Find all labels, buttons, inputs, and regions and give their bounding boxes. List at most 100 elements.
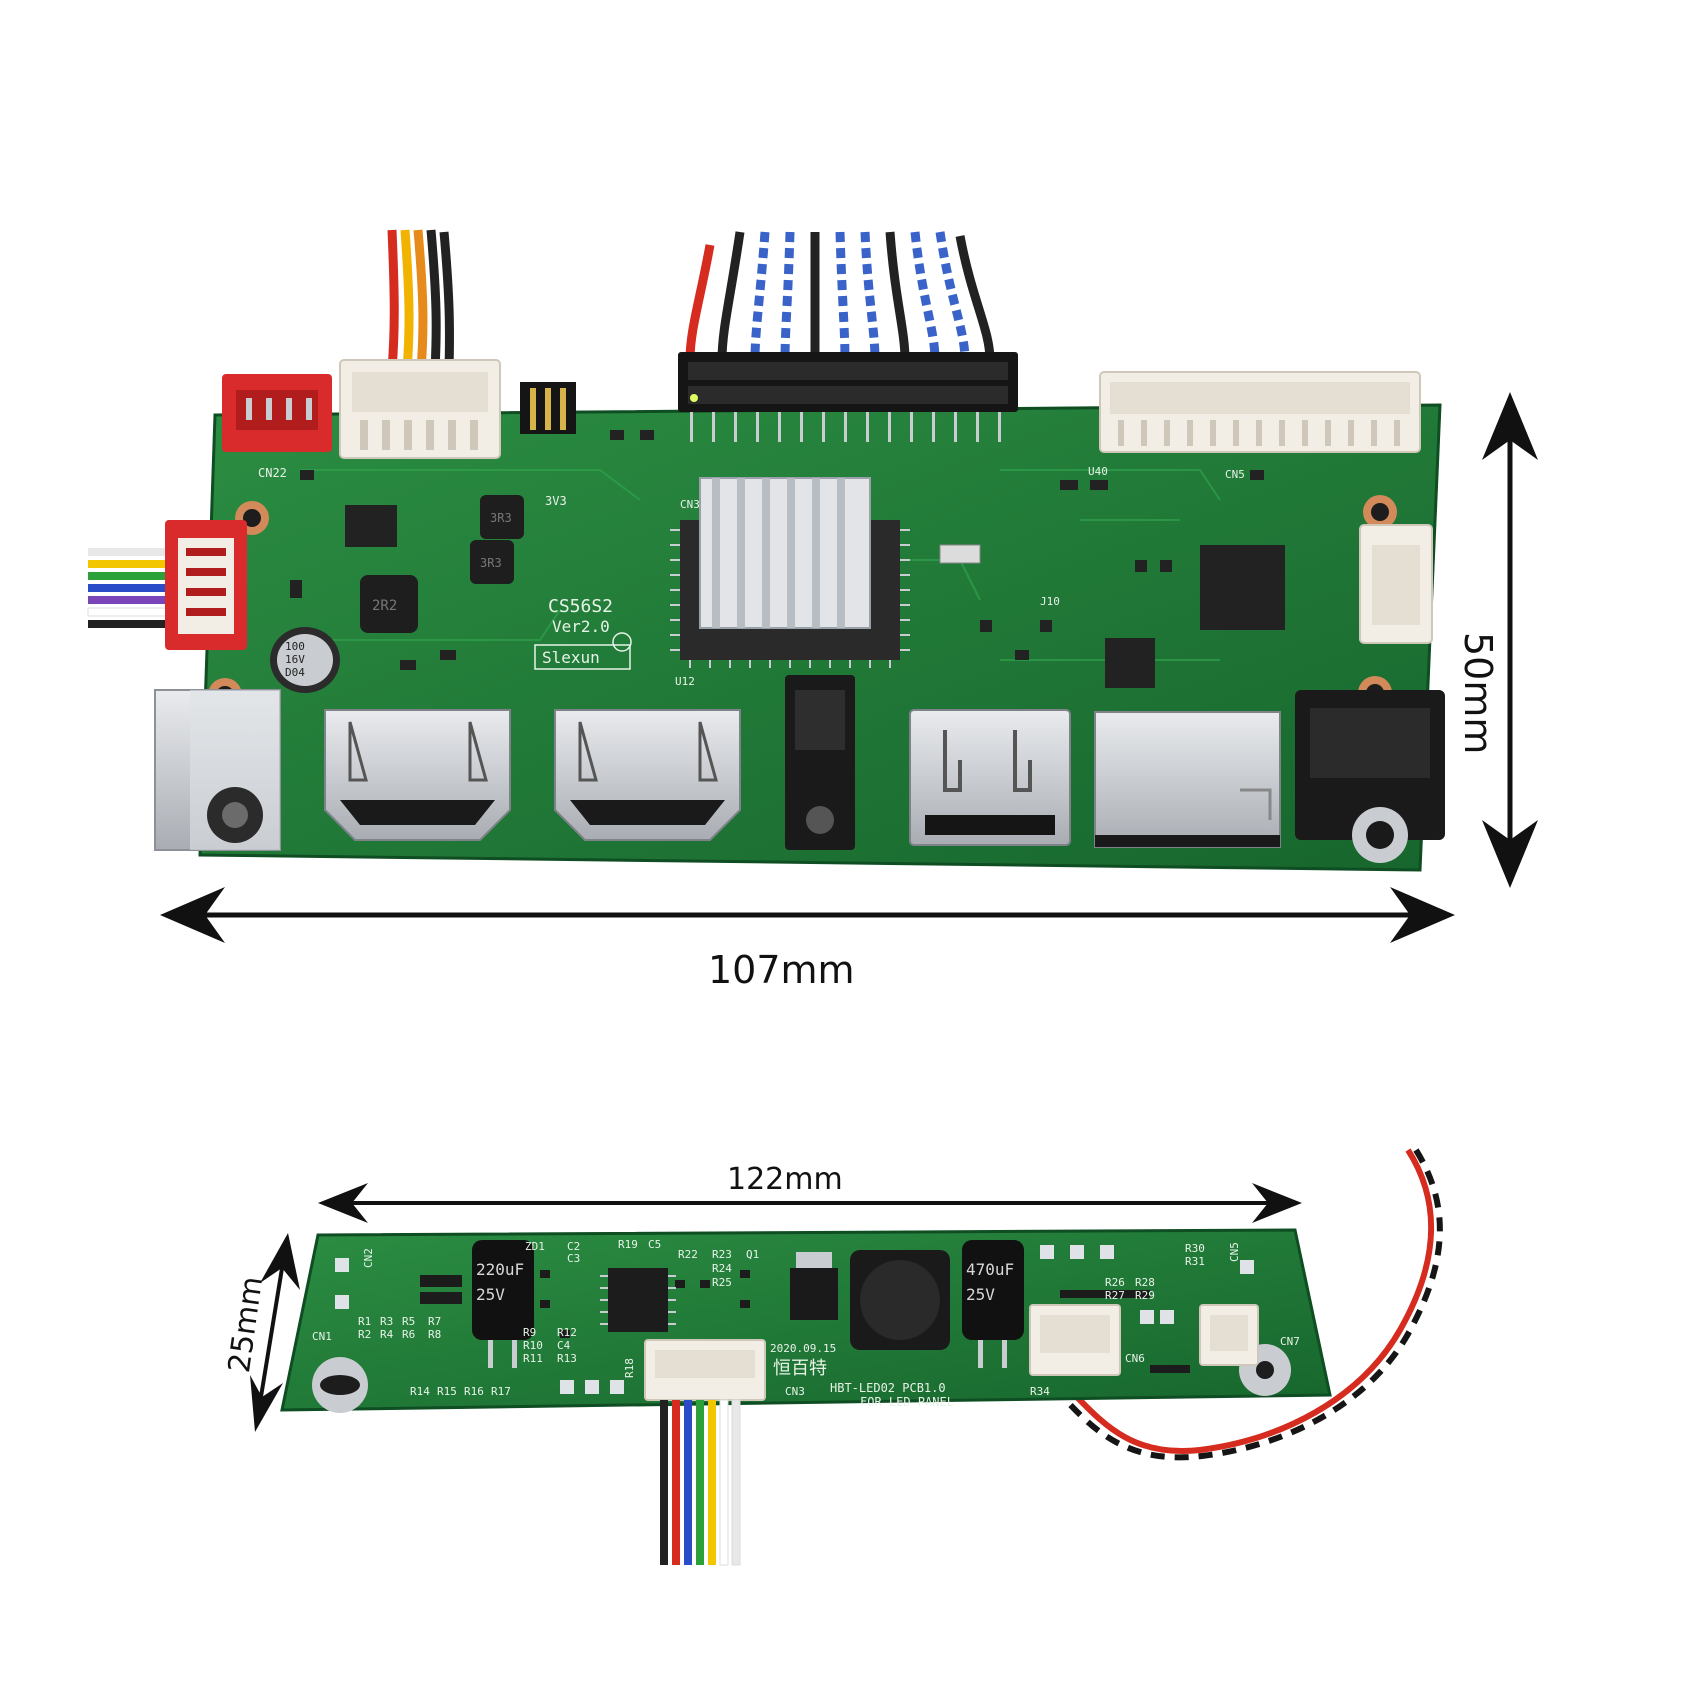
led-cn6-connector	[1029, 1304, 1121, 1376]
svg-text:R14: R14	[410, 1385, 430, 1398]
cn22-red-connector	[222, 374, 332, 452]
audio-jack	[785, 675, 855, 850]
svg-text:R13: R13	[557, 1352, 577, 1365]
svg-text:R24: R24	[712, 1262, 732, 1275]
u40-label: U40	[1088, 465, 1108, 478]
led-silkscreen: ZD1 C2 C3 R19 C5 R22 R23 Q1 R24 R25 R30 …	[312, 1238, 1300, 1398]
svg-text:R11: R11	[523, 1352, 543, 1365]
svg-text:R25: R25	[712, 1276, 732, 1289]
svg-text:Q1: Q1	[746, 1248, 759, 1261]
svg-text:25V: 25V	[966, 1285, 995, 1304]
led-cn3-connector	[644, 1339, 766, 1401]
main-width-arrow	[160, 887, 1455, 943]
svg-text:R18: R18	[623, 1358, 636, 1378]
brand-label: Slexun	[542, 648, 600, 667]
svg-text:R3: R3	[380, 1315, 393, 1328]
svg-text:R6: R6	[402, 1328, 415, 1341]
main-board-left-cables	[87, 548, 169, 628]
jumper-header	[520, 382, 576, 434]
led-panel-label: FOR LED PANEL	[860, 1395, 954, 1409]
hdmi-port-2	[554, 709, 741, 841]
svg-text:C2: C2	[567, 1240, 580, 1253]
svg-text:220uF: 220uF	[476, 1260, 524, 1279]
svg-text:R15: R15	[437, 1385, 457, 1398]
svg-text:R27: R27	[1105, 1289, 1125, 1302]
svg-text:16V: 16V	[285, 653, 305, 666]
inductor-3: 2R2	[360, 575, 418, 633]
svg-text:CN7: CN7	[1280, 1335, 1300, 1348]
svg-text:470uF: 470uF	[966, 1260, 1014, 1279]
cn5-white-connector	[1099, 371, 1421, 453]
led-width-label: 122mm	[727, 1162, 843, 1197]
svg-text:3R3: 3R3	[480, 556, 502, 570]
svg-text:D04: D04	[285, 666, 305, 679]
led-board-top-cable	[1059, 1148, 1443, 1461]
voltage-regulator	[790, 1252, 838, 1320]
svg-text:R7: R7	[428, 1315, 441, 1328]
svg-text:R2: R2	[358, 1328, 371, 1341]
svg-text:R1: R1	[358, 1315, 371, 1328]
svg-text:R4: R4	[380, 1328, 394, 1341]
svg-text:R23: R23	[712, 1248, 732, 1261]
svg-text:R12: R12	[557, 1326, 577, 1339]
led-test-pads	[335, 1245, 1254, 1394]
usb-port	[909, 709, 1071, 846]
led-driver-ic	[600, 1268, 676, 1332]
svg-text:3R3: 3R3	[490, 511, 512, 525]
svg-text:R16: R16	[464, 1385, 484, 1398]
svg-text:R22: R22	[678, 1248, 698, 1261]
svg-text:CN1: CN1	[312, 1330, 332, 1343]
ic-small	[1105, 638, 1155, 688]
led-width-arrow	[318, 1183, 1302, 1223]
main-board-top-cables	[387, 229, 995, 371]
smd-components	[290, 430, 1264, 670]
svg-text:CN6: CN6	[1125, 1352, 1145, 1365]
svg-text:CN2: CN2	[362, 1248, 375, 1268]
version-label: Ver2.0	[552, 617, 610, 636]
model-label: CS56S2	[548, 596, 613, 617]
svg-text:R30: R30	[1185, 1242, 1205, 1255]
main-board: CN22 3V3	[87, 229, 1445, 872]
brand-box	[534, 644, 631, 670]
ic-left	[345, 505, 397, 547]
svg-text:R10: R10	[523, 1339, 543, 1352]
registered-mark	[612, 632, 632, 652]
svg-text:100: 100	[285, 640, 305, 653]
j10-label: J10	[1040, 595, 1060, 608]
svg-text:C3: C3	[567, 1252, 580, 1265]
left-red-connector	[165, 520, 247, 650]
cn3-label: CN3	[680, 498, 700, 511]
svg-text:R28: R28	[1135, 1276, 1155, 1289]
main-capacitor: 100 16V D04	[270, 627, 340, 693]
led-chinese-label: 恒百特	[773, 1358, 827, 1379]
inductor-2: 3R3	[470, 540, 514, 584]
led-date-label: 2020.09.15	[770, 1342, 836, 1355]
cn5-label: CN5	[1225, 468, 1245, 481]
led-cn3-cable	[660, 1399, 741, 1566]
led-driver-board: 220uF 25V 470uF 25V	[280, 1228, 1332, 1566]
cn22-label: CN22	[258, 466, 287, 480]
svg-text:C4: C4	[557, 1339, 571, 1352]
led-capacitor-right: 470uF 25V	[962, 1240, 1024, 1368]
main-width-label: 107mm	[708, 948, 855, 992]
inductor-1: 3R3	[480, 495, 524, 539]
cn3-lvds-header	[678, 352, 1018, 442]
ic-right	[1200, 545, 1285, 630]
u12-label: U12	[675, 675, 695, 688]
crystal	[939, 544, 981, 564]
svg-text:R8: R8	[428, 1328, 441, 1341]
svg-text:R19: R19	[618, 1238, 638, 1251]
led-capacitor-left: 220uF 25V	[472, 1240, 534, 1368]
svg-text:CN5: CN5	[1228, 1242, 1241, 1262]
svg-text:ZD1: ZD1	[525, 1240, 545, 1253]
sd-card-slot	[1094, 711, 1281, 848]
led-cn7-connector	[1199, 1304, 1259, 1366]
dc-power-jack	[154, 689, 281, 851]
svg-text:R31: R31	[1185, 1255, 1205, 1268]
right-white-connector	[1359, 524, 1433, 644]
led-pcb-label: HBT-LED02 PCB1.0	[830, 1381, 946, 1395]
hdmi-port-1	[324, 709, 511, 841]
svg-text:R34: R34	[1030, 1385, 1050, 1398]
main-height-arrow	[1482, 392, 1538, 888]
